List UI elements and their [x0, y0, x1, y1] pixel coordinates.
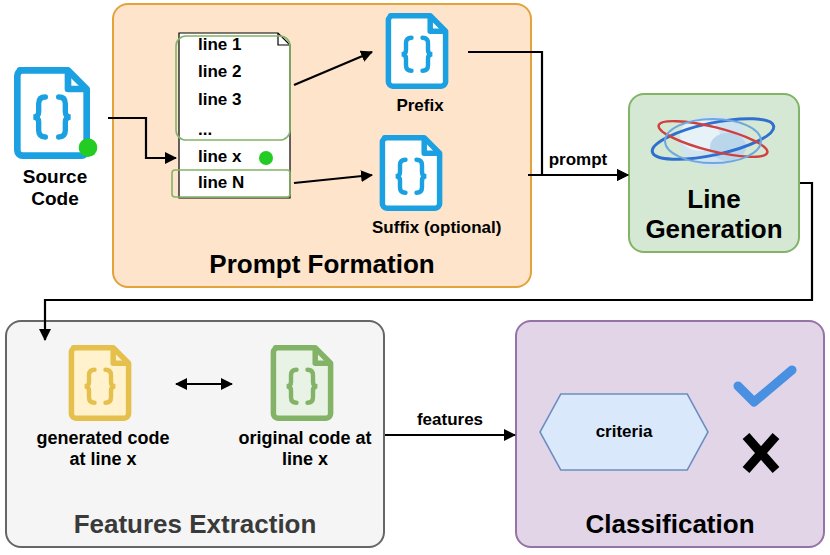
file-outline [17, 70, 86, 155]
node-text: Suffix (optional) [372, 218, 528, 238]
brace-symbol [308, 370, 318, 403]
brace-symbol [402, 38, 412, 71]
edge-label: prompt [549, 150, 608, 170]
node-text: original code at line x [232, 428, 378, 470]
brace-symbol [423, 38, 433, 71]
connector-line [468, 52, 628, 175]
file-icon [12, 65, 92, 161]
file-fold [113, 348, 128, 363]
edge-label: features [417, 410, 483, 430]
cross-mark [746, 436, 776, 470]
file-outline [388, 16, 445, 86]
file-fold [424, 138, 439, 153]
node-text: Prompt Formation [114, 249, 530, 280]
stage-panel: Features Extraction generated code at lin… [5, 320, 385, 548]
suffix-file: Suffix (optional) [372, 130, 528, 242]
prefix-file: Prefix [372, 8, 468, 126]
file-outline [273, 348, 330, 418]
file-icon [67, 343, 133, 423]
brace-symbol [287, 370, 297, 403]
marker-dot [259, 151, 273, 165]
file-icon [384, 11, 450, 91]
brace-symbol [85, 370, 95, 403]
file-fold [430, 16, 445, 31]
orbit-ring [665, 119, 761, 163]
node-text: Classification [517, 509, 823, 540]
prefix-group [176, 36, 290, 140]
file-icon [269, 343, 335, 423]
source-file: Source Code [2, 62, 108, 222]
node-text: Prefix [372, 96, 468, 116]
node-text: criteria [538, 422, 710, 442]
node-text: ... [198, 120, 212, 140]
node-text: line x [198, 147, 241, 167]
criteria-hexagon: criteria [538, 392, 710, 472]
brace-symbol [59, 97, 71, 137]
orbit-ring [649, 110, 777, 167]
node-text: Source Code [2, 166, 108, 211]
brace-symbol [417, 160, 427, 193]
node-text: line 3 [198, 90, 241, 110]
file-outline [71, 348, 128, 418]
connector-line [45, 183, 812, 340]
file-icon [378, 133, 444, 213]
model-box: Line Generation [628, 93, 800, 253]
page-border [179, 33, 290, 198]
original-file: original code at line x [232, 340, 378, 480]
orbit-ring [656, 114, 770, 164]
check-mark [738, 370, 792, 402]
file-outline [382, 138, 439, 208]
suffix-group [172, 170, 290, 197]
connector-line [176, 383, 232, 385]
node-text: line N [198, 173, 244, 193]
brace-symbol [396, 160, 406, 193]
model-illustration [638, 99, 788, 177]
stage-panel: Prompt Formationline 1line 2line 3...lin… [112, 3, 532, 288]
file-fold [315, 348, 330, 363]
connector-line [385, 434, 515, 436]
node-text: Features Extraction [7, 509, 383, 540]
connector-line [294, 52, 372, 85]
marker-dot [79, 138, 98, 157]
brace-symbol [33, 97, 45, 137]
connector-line [528, 174, 628, 176]
file-fold [68, 70, 87, 89]
node-text: line 1 [198, 35, 241, 55]
result-symbols [732, 364, 802, 484]
node-text: Line Generation [630, 184, 798, 245]
brace-symbol [106, 370, 116, 403]
node-text: generated code at line x [30, 428, 176, 470]
connector-line [294, 175, 372, 183]
connector-line [108, 118, 176, 158]
stage-panel: Classification criteria [515, 320, 825, 548]
code-document: line 1 line 2 line 3... line x line N [176, 33, 294, 198]
node-text: line 2 [198, 62, 241, 82]
generated-file: generated code at line x [30, 340, 176, 480]
